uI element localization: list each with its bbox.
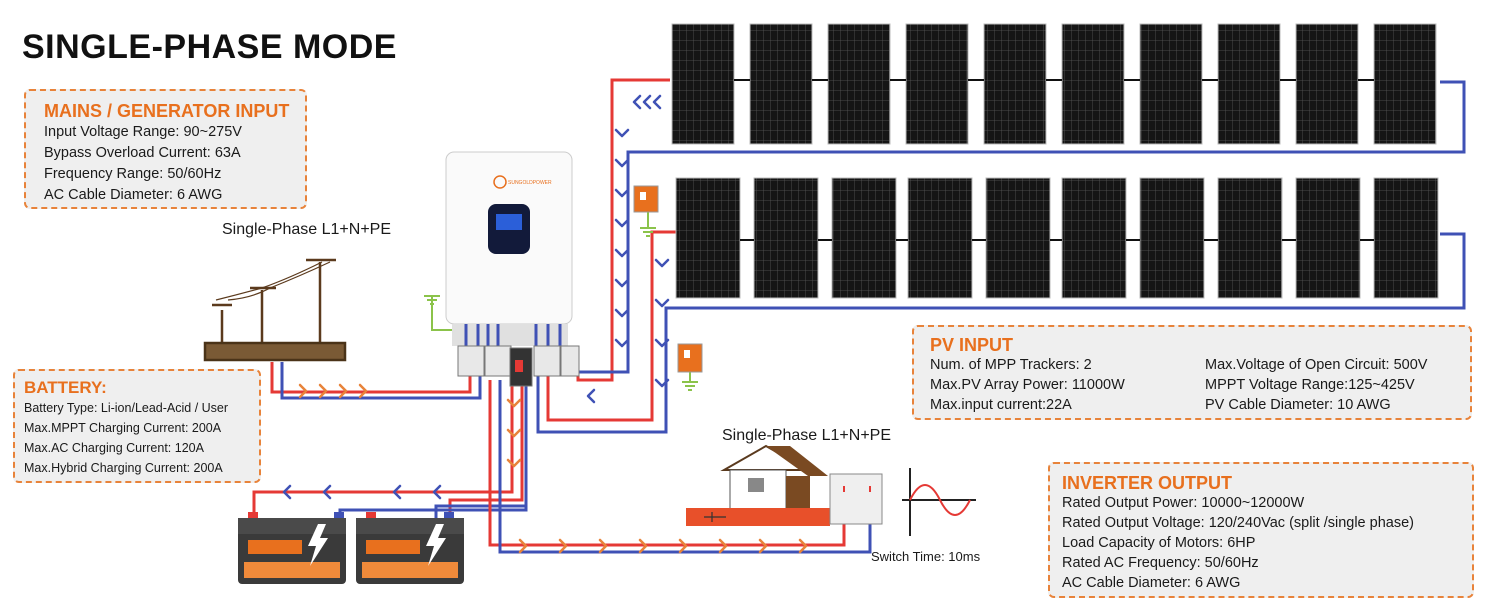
pv-spec-line: Num. of MPP Trackers: 2 <box>930 357 1092 373</box>
battery-spec-line: Battery Type: Li-ion/Lead-Acid / User <box>24 401 229 415</box>
pv-spec-line: MPPT Voltage Range:125~425V <box>1205 377 1415 393</box>
inverter-spec-line: Rated AC Frequency: 50/60Hz <box>1062 555 1259 571</box>
switch-time-label: Switch Time: 10ms <box>871 549 981 564</box>
battery-spec-line: Max.MPPT Charging Current: 200A <box>24 421 222 435</box>
grid-phase-label: Single-Phase L1+N+PE <box>222 221 391 238</box>
solar-panel-icon <box>753 177 819 299</box>
breaker-group-icon <box>457 345 580 387</box>
solar-panel-icon <box>1139 177 1205 299</box>
solar-panel-icon <box>1373 177 1439 299</box>
battery-spec-line: Max.AC Charging Current: 120A <box>24 441 204 455</box>
solar-panel-icon <box>671 23 735 145</box>
current-flow-arrows <box>282 94 808 554</box>
solar-panel-icon <box>1139 23 1203 145</box>
mains-generator-input-box: MAINS / GENERATOR INPUT Input Voltage Ra… <box>24 89 307 209</box>
solar-panel-row-bottom <box>675 177 1439 299</box>
inverter-spec-line: AC Cable Diameter: 6 AWG <box>1062 575 1241 591</box>
inverter-brand-text: SUNGOLDPOWER <box>508 180 552 186</box>
battery-spec-box: BATTERY: Battery Type: Li-ion/Lead-Acid … <box>13 369 261 483</box>
solar-panel-icon <box>905 23 969 145</box>
inverter-spec-line: Rated Output Voltage: 120/240Vac (split … <box>1062 515 1414 531</box>
mains-spec-line: AC Cable Diameter: 6 AWG <box>44 187 223 203</box>
pv-spec-line: PV Cable Diameter: 10 AWG <box>1205 397 1391 413</box>
solar-panel-row-top <box>671 23 1437 145</box>
surge-protector-icon <box>677 343 703 373</box>
pv-spec-line: Max.Voltage of Open Circuit: 500V <box>1205 357 1428 373</box>
pv-spec-line: Max.input current:22A <box>930 397 1072 413</box>
mains-spec-line: Input Voltage Range: 90~275V <box>44 124 242 140</box>
battery-spec-line: Max.Hybrid Charging Current: 200A <box>24 461 223 475</box>
surge-protector-icon <box>633 185 659 213</box>
pv-spec-line: Max.PV Array Power: 11000W <box>930 377 1125 393</box>
solar-panel-icon <box>1373 23 1437 145</box>
solar-panel-icon <box>1295 23 1359 145</box>
solar-panel-icon <box>1061 23 1125 145</box>
inverter-output-box: INVERTER OUTPUT Rated Output Power: 1000… <box>1048 462 1474 598</box>
battery-icon <box>238 512 346 584</box>
house-icon <box>686 444 830 526</box>
mains-spec-line: Bypass Overload Current: 63A <box>44 145 241 161</box>
inverter-spec-line: Load Capacity of Motors: 6HP <box>1062 535 1256 551</box>
solar-panel-icon <box>907 177 973 299</box>
solar-panel-icon <box>749 23 813 145</box>
mains-spec-line: Frequency Range: 50/60Hz <box>44 166 222 182</box>
solar-panel-icon <box>831 177 897 299</box>
ground-icon <box>424 227 698 391</box>
solar-panel-icon <box>1061 177 1127 299</box>
solar-panel-icon <box>827 23 891 145</box>
solar-panel-icon <box>675 177 741 299</box>
solar-panel-icon <box>983 23 1047 145</box>
pv-heading: PV INPUT <box>930 335 1014 355</box>
battery-heading: BATTERY: <box>24 378 107 397</box>
solar-panel-icon <box>1217 177 1283 299</box>
transfer-switch-icon <box>829 473 883 525</box>
inverter-output-heading: INVERTER OUTPUT <box>1062 473 1233 493</box>
inverter-icon: SUNGOLDPOWER <box>445 151 573 346</box>
solar-panel-icon <box>985 177 1051 299</box>
inverter-spec-line: Rated Output Power: 10000~12000W <box>1062 495 1305 511</box>
solar-panel-icon <box>1217 23 1281 145</box>
mains-heading: MAINS / GENERATOR INPUT <box>44 101 290 121</box>
sine-wave-icon <box>902 468 976 536</box>
solar-panel-icon <box>1295 177 1361 299</box>
utility-pole-icon <box>203 258 347 362</box>
battery-icon <box>356 512 464 584</box>
pv-input-box: PV INPUT Num. of MPP Trackers: 2 Max.PV … <box>912 325 1472 420</box>
load-phase-label: Single-Phase L1+N+PE <box>722 427 891 444</box>
page-title: SINGLE-PHASE MODE <box>22 28 397 66</box>
